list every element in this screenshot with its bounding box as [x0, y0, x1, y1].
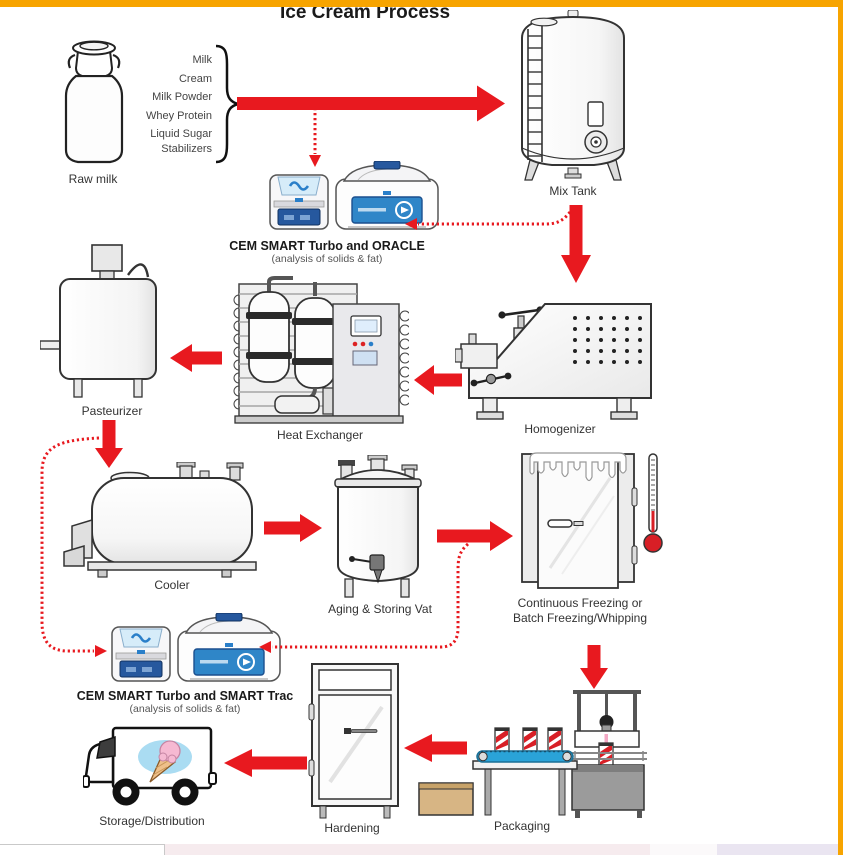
raw-milk-label: Raw milk	[68, 172, 118, 186]
footer-strip-4	[717, 844, 843, 855]
mix-tank-label: Mix Tank	[549, 184, 597, 198]
arrow-aging-vat-to-freezing	[437, 521, 513, 551]
pasteurizer-label: Pasteurizer	[81, 404, 143, 418]
freezing-label-line2: Batch Freezing/Whipping	[512, 611, 648, 625]
analysis-2-caption: CEM SMART Turbo and SMART Trac	[76, 689, 294, 703]
arrow-mix-tank-to-homogenizer	[561, 205, 591, 283]
arrow-hardening-to-storage	[224, 749, 307, 777]
cem-analyzers-illustration	[111, 613, 281, 682]
analysis-2-subcaption: (analysis of solids & fat)	[129, 703, 241, 715]
ingredient-item: Milk Powder	[152, 91, 212, 103]
ice-cream-truck-illustration	[83, 726, 217, 806]
aging-vat-label: Aging & Storing Vat	[328, 602, 432, 616]
freezing-label-line1: Continuous Freezing or	[517, 596, 643, 610]
page-title: Ice Cream Process	[279, 2, 451, 23]
storage-label: Storage/Distribution	[99, 814, 205, 828]
cem-analyzers-illustration	[269, 161, 439, 230]
packaging-line-illustration	[418, 690, 647, 818]
arrow-heat-exchanger-to-pasteurizer	[170, 344, 222, 372]
milk-can-illustration	[64, 40, 124, 164]
freezing-label: Continuous Freezing or Batch Freezing/Wh…	[495, 596, 665, 626]
arrow-cooler-to-aging-vat	[264, 514, 322, 542]
footer-strip-2	[165, 844, 650, 855]
homogenizer-illustration	[455, 303, 652, 420]
freezer-door-illustration	[521, 452, 638, 589]
ingredient-item: Cream	[178, 72, 212, 85]
footer-strip-1	[0, 844, 165, 855]
right-accent-bar	[838, 0, 843, 855]
top-accent-bar	[0, 0, 843, 7]
arrow-freezing-to-packaging	[580, 645, 608, 689]
ingredient-item: Stabilizers	[161, 142, 212, 155]
hardening-cabinet-illustration	[308, 663, 399, 819]
ingredient-item: Whey Protein	[145, 109, 212, 122]
cooler-illustration	[63, 462, 257, 578]
aging-vat-illustration	[334, 455, 422, 598]
pasteurizer-illustration	[40, 244, 157, 398]
homogenizer-label: Homogenizer	[524, 422, 596, 436]
thermometer-icon	[643, 453, 663, 553]
footer-strip-3	[650, 844, 717, 855]
heat-exchanger-label: Heat Exchanger	[276, 428, 364, 442]
mix-tank-illustration	[521, 10, 625, 181]
hardening-label: Hardening	[324, 821, 380, 835]
ingredient-item: Milk	[192, 54, 212, 66]
analysis-1-caption: CEM SMART Turbo and ORACLE	[229, 239, 425, 253]
curly-brace-icon	[215, 44, 240, 164]
heat-exchanger-illustration	[233, 276, 409, 424]
cooler-label: Cooler	[154, 578, 190, 592]
arrow-pasteurizer-to-cooler	[95, 420, 123, 468]
arrow-ingredients-to-mix-tank	[237, 85, 505, 122]
packaging-label: Packaging	[493, 819, 551, 833]
dotted-arrowhead-to-analysis-2a	[95, 645, 107, 657]
ingredients-list: Milk Cream Milk Powder Whey Protein Liqu…	[100, 51, 212, 158]
analysis-1-subcaption: (analysis of solids & fat)	[271, 253, 383, 265]
ingredient-item: Liquid Sugar	[150, 128, 212, 140]
